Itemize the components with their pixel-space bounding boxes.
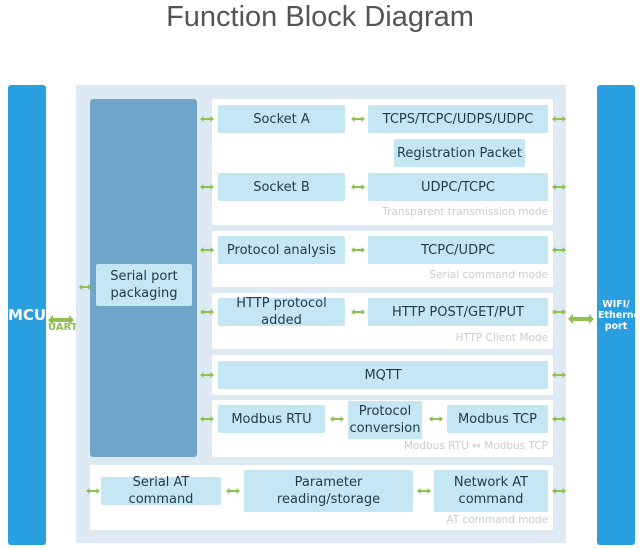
protocol-conversion-box: Protocol conversion (348, 401, 422, 439)
wifi-ethernet-label: WIFI/ Ethernet port (598, 298, 640, 332)
double-arrow-icon (552, 372, 566, 378)
network-at-command-box: Network AT command (434, 470, 548, 512)
tcpc-udpc-box: TCPC/UDPC (368, 236, 548, 264)
double-arrow-icon (200, 184, 214, 190)
double-arrow-icon (552, 416, 566, 422)
double-arrow-icon (417, 488, 431, 494)
serial-at-command-box: Serial AT command (101, 475, 221, 507)
double-arrow-icon (351, 247, 365, 253)
double-arrow-icon (351, 116, 365, 122)
diagram-title: Function Block Diagram (166, 1, 474, 33)
mcu-label: MCU (7, 306, 47, 324)
double-arrow-icon (552, 184, 566, 190)
wifi-ethernet-block: WIFI/ Ethernet port (597, 85, 640, 545)
socket-b-box: Socket B (218, 173, 345, 201)
mcu-block: MCU (8, 85, 46, 545)
serial-port-packaging-box: Serial port packaging (96, 264, 192, 306)
http-methods-box: HTTP POST/GET/PUT (368, 298, 548, 326)
socket-a-protocols-box: TCPS/TCPC/UDPS/UDPC (368, 105, 548, 133)
modbus-mode-label: Modbus RTU ↔ Modbus TCP (403, 440, 548, 452)
double-arrow-icon (330, 416, 344, 422)
double-arrow-icon (429, 416, 443, 422)
transparent-mode-label: Transparent transmission mode (382, 206, 548, 218)
wifi-arrow-icon (568, 309, 594, 324)
http-client-mode-label: HTTP Client Mode (455, 332, 548, 344)
uart-arrow-icon (48, 310, 74, 325)
double-arrow-icon (351, 309, 365, 315)
socket-b-protocols-box: UDPC/TCPC (368, 173, 548, 201)
double-arrow-icon (200, 116, 214, 122)
uart-label: UART (48, 322, 78, 333)
double-arrow-icon (86, 488, 100, 494)
http-protocol-added-box: HTTP protocol added (218, 296, 345, 328)
double-arrow-icon (200, 416, 214, 422)
modbus-tcp-box: Modbus TCP (447, 405, 548, 433)
modbus-rtu-box: Modbus RTU (218, 405, 325, 433)
double-arrow-icon (552, 247, 566, 253)
arrow-icon (79, 275, 91, 290)
registration-packet-box: Registration Packet (394, 139, 525, 167)
socket-a-box: Socket A (218, 105, 345, 133)
protocol-analysis-box: Protocol analysis (218, 236, 345, 264)
double-arrow-icon (552, 488, 566, 494)
mqtt-box: MQTT (218, 361, 548, 389)
parameter-reading-box: Parameter reading/storage (244, 470, 413, 512)
at-command-mode-label: AT command mode (446, 514, 548, 526)
double-arrow-icon (200, 372, 214, 378)
double-arrow-icon (552, 309, 566, 315)
serial-command-mode-label: Serial command mode (429, 269, 548, 281)
double-arrow-icon (552, 116, 566, 122)
double-arrow-icon (200, 309, 214, 315)
double-arrow-icon (226, 488, 240, 494)
double-arrow-icon (200, 247, 214, 253)
double-arrow-icon (351, 184, 365, 190)
